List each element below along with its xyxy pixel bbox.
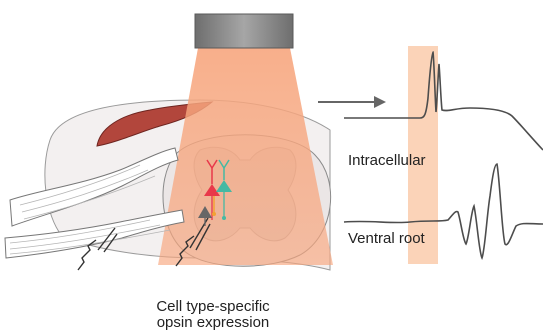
ventral-root-label: Ventral root [348, 230, 425, 247]
caption-line-1: Cell type-specific [93, 298, 333, 315]
caption-line-2: opsin expression [93, 314, 333, 331]
light-beam [158, 48, 333, 265]
intracellular-label: Intracellular [348, 152, 426, 169]
fiber-optic-light-source-icon [195, 14, 293, 48]
right-arrow-icon [318, 96, 386, 108]
